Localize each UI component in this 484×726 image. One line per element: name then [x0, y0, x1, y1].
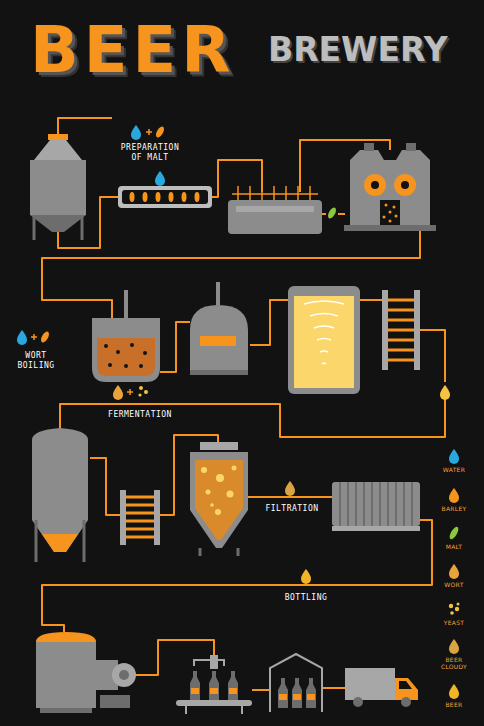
heat-exchanger — [382, 290, 420, 370]
pipes — [42, 118, 445, 690]
legend-swatch — [444, 487, 464, 503]
legend-item: BARLEY — [434, 487, 474, 512]
legend-item: BEER CLOUDY — [434, 638, 474, 670]
legend-swatch — [444, 563, 464, 579]
legend-item: BEER — [434, 683, 474, 708]
legend-swatch — [444, 638, 464, 654]
step-label: FILTRATION — [263, 503, 320, 515]
legend-text: BEER — [434, 701, 474, 708]
bottling-line — [176, 655, 252, 714]
whirlpool — [288, 286, 360, 394]
mash-tun — [30, 134, 86, 240]
legend-swatch — [444, 448, 464, 464]
legend-swatch — [444, 683, 464, 699]
legend-item: MALT — [434, 525, 474, 550]
label-icons — [17, 125, 450, 584]
legend-swatch — [444, 601, 464, 617]
delivery-truck — [345, 668, 418, 707]
legend-swatch — [444, 525, 464, 541]
legend-item: WORT — [434, 563, 474, 588]
wort-kettle — [92, 290, 160, 382]
fermentation-tank — [32, 428, 88, 562]
legend-text: MALT — [434, 543, 474, 550]
legend-text: WATER — [434, 466, 474, 473]
title: BEER — [30, 14, 236, 86]
bottling-tank — [36, 632, 136, 713]
legend-text: BARLEY — [434, 505, 474, 512]
legend-item: WATER — [434, 448, 474, 473]
step-label: BOTTLING — [283, 592, 330, 604]
legend-text: WORT — [434, 581, 474, 588]
step-label: FERMENTATION — [106, 409, 174, 421]
cooling-coil — [120, 490, 160, 545]
step-label: PREPARATION OF MALT — [116, 142, 184, 164]
filter — [332, 482, 420, 531]
crate — [270, 654, 322, 712]
germination-box — [228, 186, 322, 234]
legend-item: YEAST — [434, 601, 474, 626]
malt-mill — [344, 143, 436, 231]
subtitle: BREWERY — [268, 30, 448, 70]
fermenter — [190, 442, 248, 556]
lauter-vessel — [190, 282, 248, 375]
legend-text: BEER CLOUDY — [434, 656, 474, 670]
legend-text: YEAST — [434, 619, 474, 626]
step-label: WORT BOILING — [13, 350, 59, 372]
steeping-tube — [118, 171, 212, 208]
